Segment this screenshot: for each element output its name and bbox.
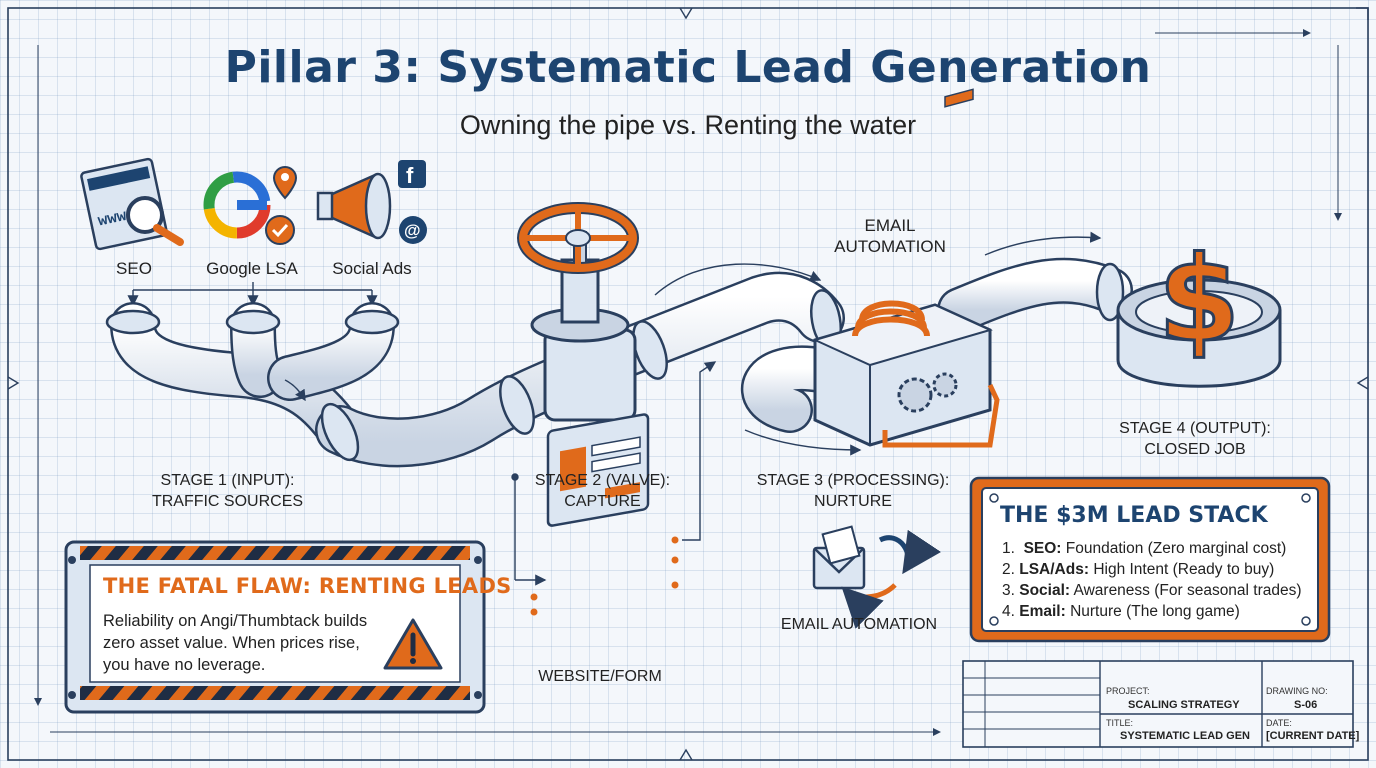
item-desc: High Intent (Ready to buy)	[1093, 561, 1275, 578]
title-block-date-value: [CURRENT DATE]	[1266, 730, 1360, 742]
pipe-flanges	[105, 262, 1125, 462]
item-desc: Awareness (For seasonal trades)	[1073, 582, 1302, 599]
source-label-social-ads: Social Ads	[332, 259, 412, 278]
stage-4-line1: STAGE 4 (OUTPUT):	[1119, 420, 1271, 437]
dollar-sign-icon: $	[1157, 229, 1242, 370]
title-block-project-value: SCALING STRATEGY	[1128, 699, 1240, 711]
stage-4-label: STAGE 4 (OUTPUT): CLOSED JOB	[1110, 418, 1280, 460]
title-block-drawing-label: DRAWING NO:	[1266, 686, 1328, 696]
title-block-title-value: SYSTEMATIC LEAD GEN	[1120, 730, 1250, 742]
fatal-flaw-line1: Reliability on Angi/Thumbtack builds	[103, 612, 368, 630]
lead-stack-title: THE $3M LEAD STACK	[1000, 503, 1268, 528]
email-automation-top-label: EMAIL AUTOMATION	[830, 215, 950, 257]
item-number: 2.	[1002, 561, 1015, 578]
item-term: Email:	[1019, 603, 1066, 620]
valve	[517, 202, 639, 422]
website-form-label: WEBSITE/FORM	[538, 668, 662, 685]
page-title: Pillar 3: Systematic Lead Generation	[224, 42, 1152, 93]
fatal-flaw-body: Reliability on Angi/Thumbtack builds zer…	[103, 610, 403, 676]
source-label-google-lsa: Google LSA	[206, 259, 298, 278]
fatal-flaw-line3: you have no leverage.	[103, 656, 266, 674]
processing-machine	[812, 88, 1000, 448]
lead-stack-list: 1. SEO: Foundation (Zero marginal cost) …	[1002, 538, 1302, 622]
svg-text:@: @	[404, 221, 421, 240]
website-form-icon	[530, 413, 679, 616]
stage-2-label: STAGE 2 (VALVE): CAPTURE	[520, 470, 685, 512]
drawing-frame	[7, 7, 1369, 761]
source-connector-lines	[127, 282, 378, 307]
stage-2-line2: CAPTURE	[564, 493, 641, 510]
fatal-flaw-title: THE FATAL FLAW: RENTING LEADS	[103, 574, 512, 598]
title-block-title-label: TITLE:	[1106, 718, 1134, 728]
title-block	[962, 660, 1354, 748]
stage-1-line2: TRAFFIC SOURCES	[151, 493, 304, 510]
lead-stack-box	[969, 476, 1331, 643]
source-label-seo: SEO	[116, 259, 152, 278]
stage-3-line1: STAGE 3 (PROCESSING):	[756, 472, 950, 489]
flow-arrows	[284, 231, 1102, 586]
title-block-date-label: DATE:	[1266, 718, 1292, 728]
lead-stack-item: 2. LSA/Ads: High Intent (Ready to buy)	[1002, 559, 1302, 580]
lead-stack-item: 1. SEO: Foundation (Zero marginal cost)	[1002, 538, 1302, 559]
seo-browser-magnifier-icon: www	[80, 157, 184, 251]
stage-1-line1: STAGE 1 (INPUT):	[160, 472, 295, 489]
title-block-project-label: PROJECT:	[1106, 686, 1150, 696]
item-number: 4.	[1002, 603, 1015, 620]
svg-text:f: f	[406, 163, 414, 188]
stage-2-line1: STAGE 2 (VALVE):	[534, 472, 671, 489]
warning-triangle-icon	[383, 618, 443, 670]
google-pin-check-icon	[203, 166, 298, 245]
lead-stack-item: 4. Email: Nurture (The long game)	[1002, 601, 1302, 622]
stage-3-label: STAGE 3 (PROCESSING): NURTURE	[752, 470, 954, 512]
title-block-drawing-value: S-06	[1294, 699, 1318, 711]
email-automation-label: EMAIL AUTOMATION	[780, 616, 938, 633]
lead-stack-item: 3. Social: Awareness (For seasonal trade…	[1002, 580, 1302, 601]
item-number: 1.	[1002, 540, 1015, 557]
svg-text:www: www	[96, 207, 128, 231]
item-term: LSA/Ads:	[1019, 561, 1089, 578]
closed-job-bucket	[1116, 278, 1282, 388]
email-envelope-cycle-icon	[812, 525, 942, 629]
stage-1-label: STAGE 1 (INPUT): TRAFFIC SOURCES	[145, 470, 310, 512]
stage-4-line2: CLOSED JOB	[1144, 441, 1246, 458]
email-top-line2: AUTOMATION	[834, 237, 946, 256]
email-top-line1: EMAIL	[864, 216, 916, 235]
page-subtitle: Owning the pipe vs. Renting the water	[459, 110, 917, 140]
item-number: 3.	[1002, 582, 1015, 599]
item-term: SEO:	[1023, 540, 1062, 557]
item-term: Social:	[1019, 582, 1071, 599]
stage-3-line2: NURTURE	[814, 493, 892, 510]
megaphone-social-icon: f @	[316, 160, 427, 244]
item-desc: Foundation (Zero marginal cost)	[1065, 540, 1287, 557]
svg-text:$: $	[1158, 230, 1240, 368]
fatal-flaw-line2: zero asset value. When prices rise,	[103, 634, 360, 652]
item-desc: Nurture (The long game)	[1070, 603, 1240, 620]
